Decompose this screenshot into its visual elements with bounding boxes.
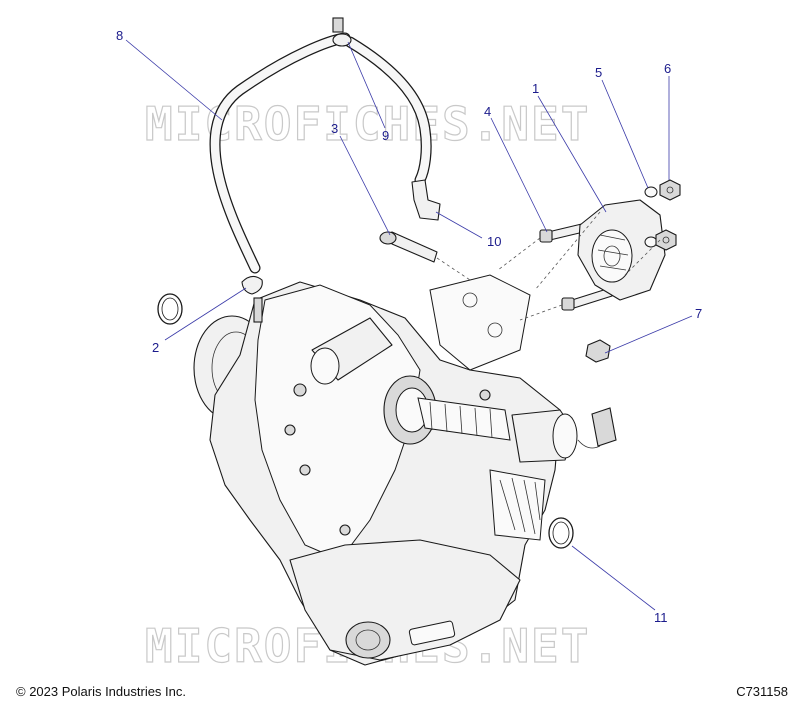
callout-2: 2 <box>152 340 159 355</box>
callout-labels: 1 2 3 4 5 6 7 8 9 10 11 <box>116 28 702 625</box>
hose-end-clamp <box>241 275 263 295</box>
callout-8: 8 <box>116 28 123 43</box>
callout-6: 6 <box>664 61 671 76</box>
callout-3: 3 <box>331 121 338 136</box>
callout-11: 11 <box>654 610 668 625</box>
output-shaft <box>417 397 511 441</box>
hose-coupler <box>332 33 352 47</box>
case-logo-plate <box>408 620 456 646</box>
cooling-fan <box>489 469 546 541</box>
callout-4: 4 <box>484 104 491 119</box>
solenoid-cap <box>552 413 578 459</box>
callout-5: 5 <box>595 65 602 80</box>
o-ring-right <box>548 517 574 549</box>
callout-1: 1 <box>532 81 539 96</box>
transmission-housing <box>193 274 617 666</box>
copyright-notice: © 2023 Polaris Industries Inc. <box>16 684 186 699</box>
vent-fitting <box>253 297 263 323</box>
elbow-fitting <box>411 179 441 221</box>
mounting-bracket <box>429 274 531 371</box>
lower-case <box>289 539 521 661</box>
electrical-connector <box>591 407 617 447</box>
actuator-cap <box>310 347 340 385</box>
diagram-id-label: C731158 <box>736 684 788 699</box>
washer-lower <box>644 236 658 248</box>
drain-plug <box>585 339 611 363</box>
output-flange <box>345 621 391 659</box>
nut-upper <box>659 179 681 201</box>
leader-lines <box>125 39 693 611</box>
callout-9: 9 <box>382 128 389 143</box>
o-ring-left <box>157 293 183 325</box>
washer-upper <box>644 186 658 198</box>
hose-clamp <box>332 17 344 33</box>
nut-lower <box>655 229 677 251</box>
callout-10: 10 <box>487 234 501 249</box>
callout-7: 7 <box>695 306 702 321</box>
